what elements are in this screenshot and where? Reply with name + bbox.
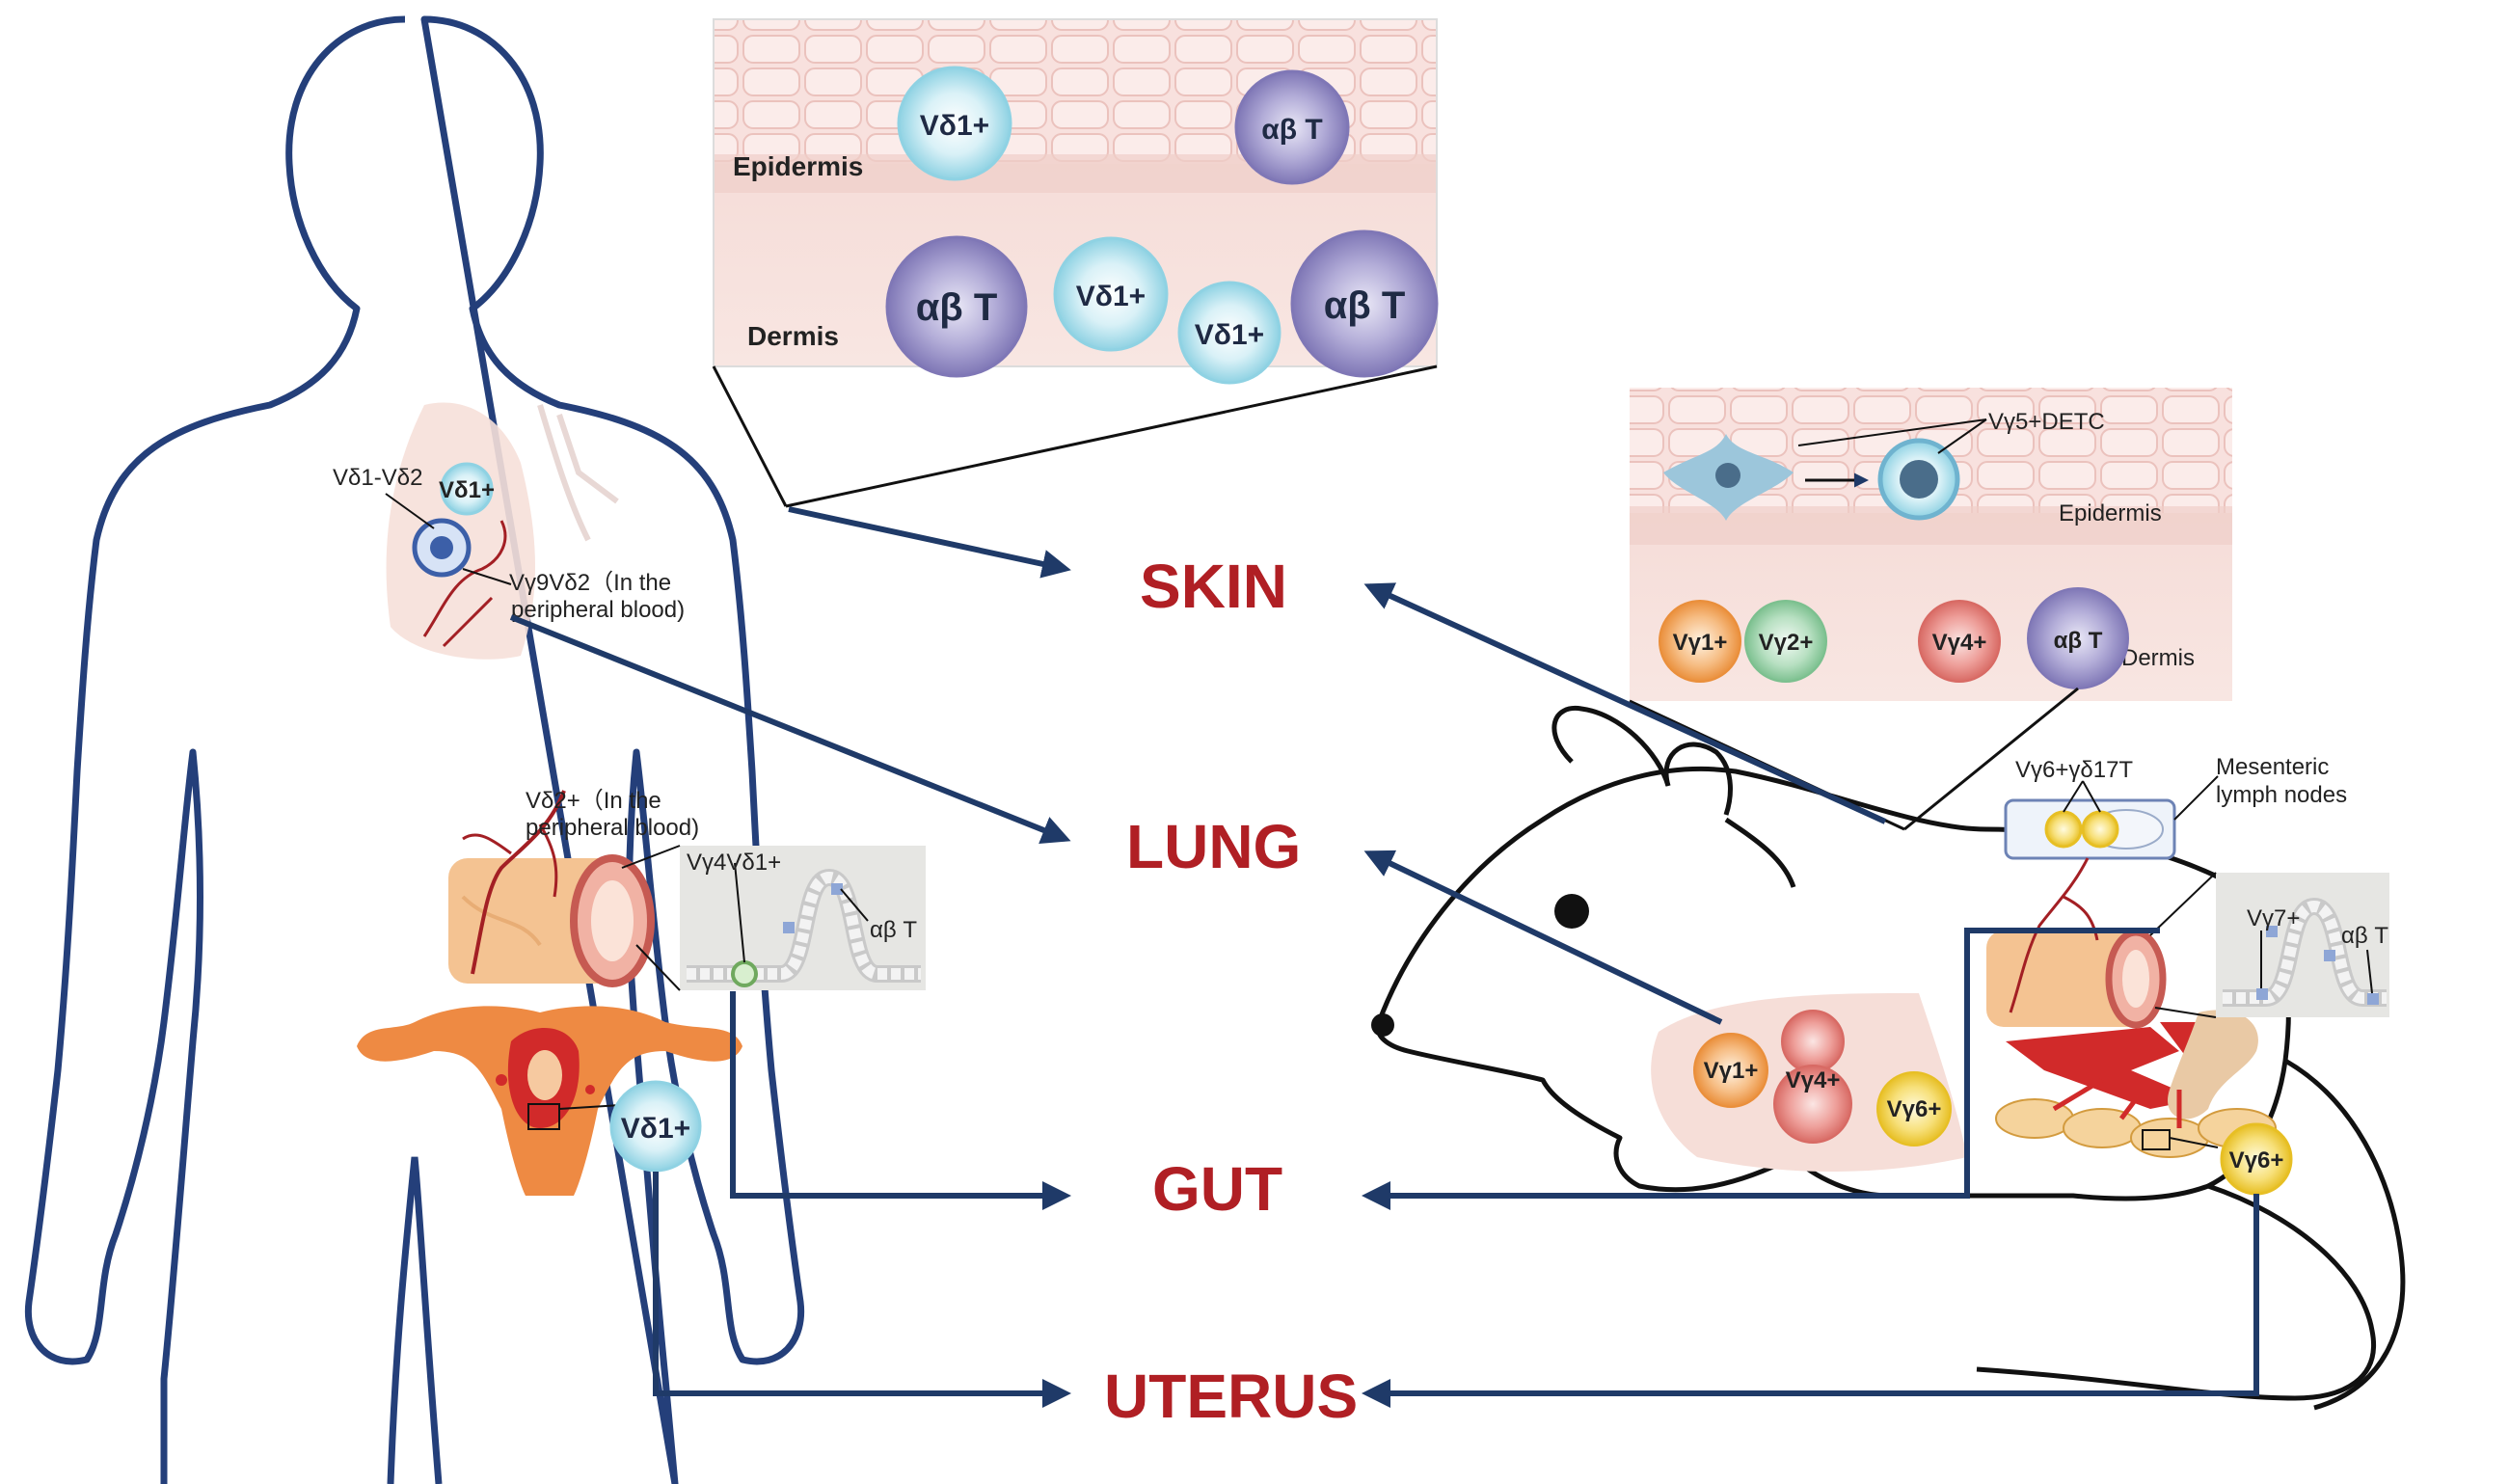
human-lung-label-b2: peripheral blood) — [511, 597, 685, 623]
mouse-gut-label-b2: lymph nodes — [2216, 782, 2347, 808]
svg-text:Vδ1+: Vδ1+ — [920, 110, 989, 142]
organ-label-skin: SKIN — [1140, 552, 1287, 621]
human-skin-cell: αβ T — [1234, 69, 1350, 185]
arrow-mouse-skin — [1363, 582, 1887, 824]
arrow-human-gut — [730, 991, 1071, 1210]
arrow-human-lung — [509, 614, 1071, 845]
mouse-lung-cell: Vγ4+ — [1786, 1067, 1841, 1093]
svg-text:Vδ1+: Vδ1+ — [1076, 281, 1146, 312]
svg-text:αβ T: αβ T — [1324, 284, 1406, 327]
svg-text:αβ T: αβ T — [2054, 628, 2103, 654]
human-skin-cell: Vδ1+ — [897, 66, 1012, 181]
svg-text:Vγ1+: Vγ1+ — [1673, 630, 1728, 656]
mouse-gut-label-a: Vγ6+γδ17T — [2015, 757, 2133, 783]
human-skin-panel: Epidermis Dermis Vδ1+ αβ T αβ T Vδ1+ Vδ1… — [713, 18, 1439, 385]
organ-label-gut: GUT — [1152, 1154, 1282, 1224]
human-epidermis-label: Epidermis — [733, 151, 863, 181]
human-skin-cell: αβ T — [1290, 229, 1439, 378]
human-skin-zoom-line — [712, 365, 788, 507]
human-lung: Vδ1+ Vδ1-Vδ2 Vγ9Vδ2（In the peripheral bl… — [333, 402, 685, 660]
human-leg-inner-outline — [387, 1156, 443, 1484]
mouse-skin-cell: Vγ4+ — [1918, 600, 2001, 683]
human-uterus-cell-label: Vδ1+ — [621, 1113, 690, 1145]
mouse-skin-cell: Vγ2+ — [1744, 600, 1827, 683]
mouse-gut-label-c: Vγ7+ — [2247, 905, 2300, 931]
mouse-skin-panel: Vγ5+DETC Epidermis Dermis Vγ1+ Vγ2+ Vγ4+… — [1630, 388, 2232, 701]
organ-label-lung: LUNG — [1126, 812, 1301, 881]
human-gut: Vδ2+（In the peripheral blood) Vγ4Vδ1+ αβ… — [448, 788, 926, 991]
svg-text:Vδ1+: Vδ1+ — [1195, 319, 1264, 351]
mouse-gut: Vγ6+γδ17T Mesenteric lymph nodes Vγ6+ Vγ… — [1986, 754, 2389, 1196]
mouse-detc-label: Vγ5+DETC — [1988, 409, 2105, 435]
mouse-gut-label-d: αβ T — [2341, 923, 2388, 949]
mouse-nose — [1371, 1013, 1394, 1037]
svg-text:αβ T: αβ T — [916, 286, 998, 329]
arrow-mouse-lung — [1363, 850, 1723, 1025]
mouse-eye — [1554, 894, 1589, 929]
human-skin-cell: Vδ1+ — [1053, 236, 1169, 352]
human-gut-label-b: Vγ4Vδ1+ — [687, 850, 781, 876]
mouse-skin-cell: αβ T — [2027, 587, 2129, 689]
mouse-gut-label-b1: Mesenteric — [2216, 754, 2329, 780]
mouse-dermis-label: Dermis — [2121, 645, 2195, 671]
human-lung-label-b1: Vγ9Vδ2（In the — [509, 570, 671, 596]
human-skin-zoom-line — [785, 364, 1438, 508]
arrow-mouse-uterus — [1362, 1194, 2259, 1408]
human-uterus: Vδ1+ — [357, 1006, 742, 1196]
human-gut-label-a1: Vδ2+（In the — [526, 788, 661, 814]
human-lung-cell-label: Vδ1+ — [439, 477, 495, 503]
mouse-skin-zoom-line — [1903, 687, 2079, 831]
mouse-lung: Vγ1+ Vγ4+ Vγ6+ — [1651, 993, 1967, 1172]
arrow-human-skin — [788, 506, 1071, 579]
mouse-skin-cell: Vγ1+ — [1659, 600, 1741, 683]
arrow-human-uterus — [653, 1172, 1071, 1408]
human-gut-label-a2: peripheral blood) — [526, 815, 699, 841]
human-gut-label-c: αβ T — [870, 917, 917, 943]
mouse-epidermis-label: Epidermis — [2059, 500, 2162, 526]
arrow-mouse-gut — [1362, 928, 2160, 1210]
human-body-outline — [24, 15, 805, 1484]
svg-text:Vγ2+: Vγ2+ — [1759, 630, 1814, 656]
mouse-uterus-cell-label: Vγ6+ — [2229, 1147, 2284, 1174]
human-skin-cell: αβ T — [885, 235, 1028, 378]
svg-text:αβ T: αβ T — [1261, 114, 1322, 146]
svg-text:Vγ4+: Vγ4+ — [1932, 630, 1987, 656]
mouse-lung-cell: Vγ1+ — [1704, 1058, 1759, 1084]
human-dermis-label: Dermis — [747, 321, 839, 351]
human-lung-label-a: Vδ1-Vδ2 — [333, 465, 422, 491]
human-skin-cell: Vδ1+ — [1177, 281, 1281, 385]
organ-label-uterus: UTERUS — [1104, 1362, 1358, 1431]
mouse-lung-cell: Vγ6+ — [1887, 1096, 1942, 1122]
